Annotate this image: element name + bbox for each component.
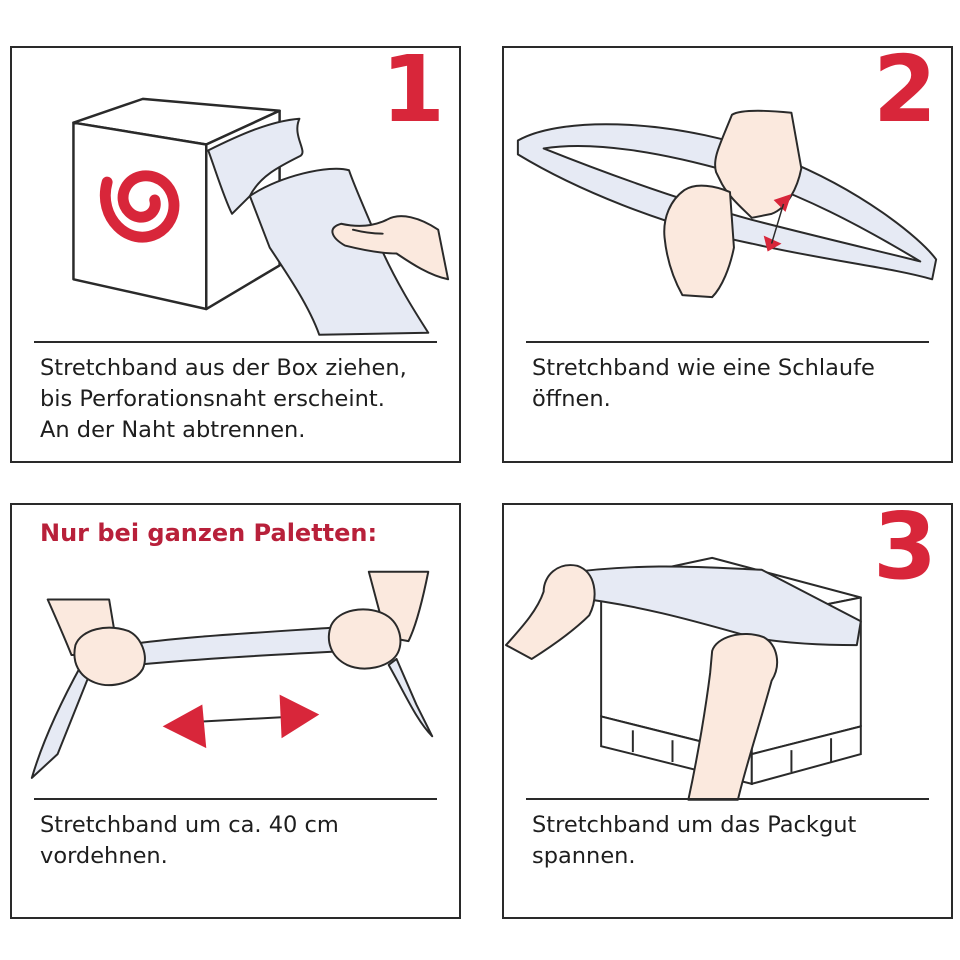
stretch-band: [30, 626, 434, 779]
step-2-panel: 2 Stretchband wie eine Schlaufe öffnen.: [502, 36, 953, 463]
stretch-band: [560, 565, 862, 647]
box-pull-illustration: [72, 97, 450, 336]
step-number: 2: [872, 36, 937, 143]
divider-line: [526, 798, 929, 800]
step-caption: Stretchband um ca. 40 cm vordehnen.: [40, 812, 339, 869]
hand-icon: [663, 109, 803, 299]
loop-open-illustration: [516, 109, 938, 299]
step-caption: Stretchband wie eine Schlaufe öffnen.: [532, 355, 875, 412]
step-3-panel: 3 Stretchband um das Packgut spannen.: [502, 493, 953, 919]
double-arrow-icon: [162, 694, 320, 749]
divider-line: [34, 798, 437, 800]
step-caption: Stretchband aus der Box ziehen, bis Perf…: [40, 355, 407, 443]
step-number: 3: [872, 493, 937, 600]
step-1-panel: 1 Stretchband aus der Box ziehen, bis Pe…: [10, 36, 461, 463]
spiral-logo-icon: [99, 170, 180, 243]
step-number: 1: [380, 36, 445, 143]
wrap-package-illustration: [504, 556, 862, 801]
divider-line: [526, 341, 929, 343]
pallet-note: Nur bei ganzen Paletten:: [40, 519, 378, 547]
hand-icon: [331, 215, 450, 281]
prestretch-panel: Nur bei ganzen Paletten: Stretchband um …: [10, 503, 461, 919]
fist-icon: [73, 608, 402, 687]
stretch-arrow-icon: [763, 194, 792, 252]
step-caption: Stretchband um das Packgut spannen.: [532, 812, 857, 869]
prestretch-illustration: [30, 570, 434, 779]
divider-line: [34, 341, 437, 343]
hand-icon: [504, 564, 779, 801]
